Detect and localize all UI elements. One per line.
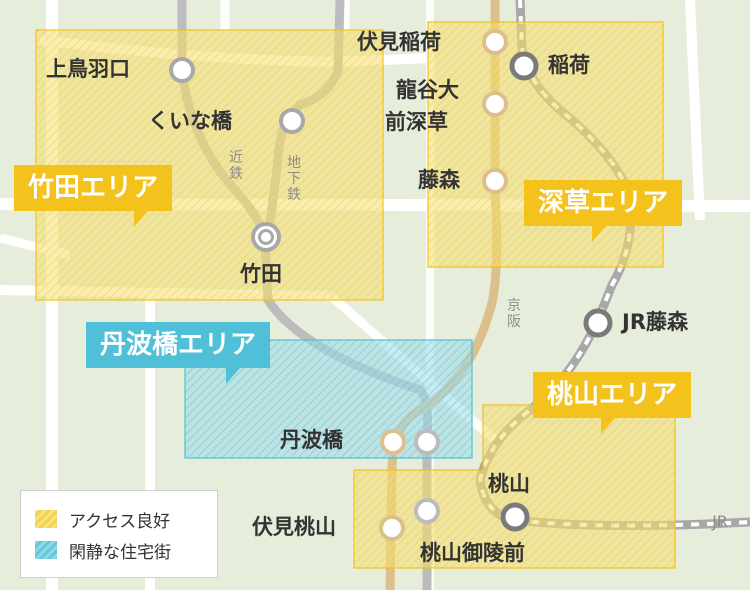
area-momoyama-tag[interactable]: 桃山エリア [533,372,692,434]
station-fushimi-inari-marker[interactable] [482,29,508,55]
station-tambabashi-kintetsu-marker[interactable] [414,429,440,455]
station-fushimi-inari-label[interactable]: 伏見稲荷 [357,30,441,54]
station-kuinabashi-label[interactable]: くいな橋 [148,109,232,133]
line-keihan-label: 京阪 [507,298,521,331]
area-takeda-tag[interactable]: 竹田エリア [14,165,173,227]
station-ryukokudai-label-2[interactable]: 前深草 [385,110,448,134]
station-jr-fujinomori-label[interactable]: JR藤森 [622,310,688,334]
station-kuinabashi-marker[interactable] [279,108,305,134]
map-legend: アクセス良好 閑静な住宅街 [20,490,218,578]
station-markers [169,29,613,541]
station-tambabashi-label[interactable]: 丹波橋 [280,428,343,452]
station-momoyama-goryomae-label[interactable]: 桃山御陵前 [420,541,525,565]
station-ryukokudai-marker[interactable] [482,91,508,117]
legend-swatch-cyan [35,541,57,559]
station-momoyama-marker[interactable] [500,502,530,532]
legend-good-access-label: アクセス良好 [69,511,171,532]
station-jr-fujinomori-marker[interactable] [583,308,613,338]
area-tambabashi-tag[interactable]: 丹波橋エリア [86,322,271,384]
station-takeda-label[interactable]: 竹田 [240,262,282,286]
station-kamitobaguchi-marker[interactable] [169,57,195,83]
line-subway-label: 地下鉄 [287,155,301,204]
line-kintetsu-label: 近鉄 [229,150,243,183]
station-fushimi-momoyama-marker[interactable] [379,515,405,541]
station-fujinomori-label[interactable]: 藤森 [418,168,460,192]
station-inari-label[interactable]: 稲荷 [548,53,590,77]
station-takeda-marker-inner [258,229,274,245]
station-kamitobaguchi-label[interactable]: 上鳥羽口 [46,57,130,81]
road [685,0,705,221]
station-tambabashi-keihan-marker[interactable] [380,429,406,455]
station-momoyama-label[interactable]: 桃山 [488,472,530,496]
line-jr-label: JR [712,512,728,531]
station-momoyama-goryomae-marker[interactable] [414,498,440,524]
station-inari-marker[interactable] [509,51,539,81]
legend-swatch-yellow [35,510,57,528]
area-fukakusa-tag[interactable]: 深草エリア [524,180,683,242]
legend-quiet-residential-label: 閑静な住宅街 [69,542,171,563]
legend-good-access: アクセス良好 [35,508,171,532]
station-fujinomori-marker[interactable] [482,168,508,194]
station-ryukokudai-label-1[interactable]: 龍谷大 [396,78,459,102]
station-fushimi-momoyama-label[interactable]: 伏見桃山 [252,515,336,539]
area-fukakusa-box [427,21,664,268]
legend-quiet-residential: 閑静な住宅街 [35,539,171,563]
